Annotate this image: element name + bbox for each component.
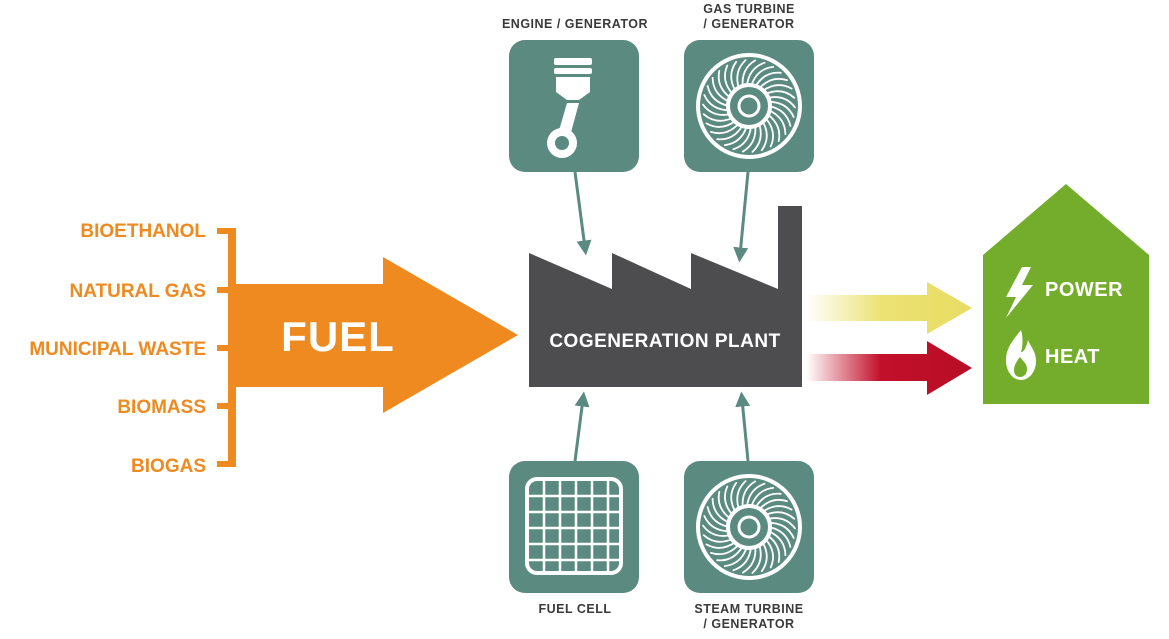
gas-turbine-label-line2: / GENERATOR bbox=[703, 17, 794, 31]
output-arrows bbox=[806, 282, 972, 395]
fuel-item-municipal-waste: MUNICIPAL WASTE bbox=[29, 339, 206, 360]
gas-turbine-generator: GAS TURBINE / GENERATOR bbox=[684, 2, 814, 172]
fuel-item-bioethanol: BIOETHANOL bbox=[80, 221, 206, 242]
steam-turbine-label-line2: / GENERATOR bbox=[703, 617, 794, 631]
fuel-item-natural-gas: NATURAL GAS bbox=[69, 281, 206, 302]
gas-turbine-label-line1: GAS TURBINE bbox=[703, 2, 795, 16]
lightning-icon bbox=[1006, 267, 1033, 318]
engine-generator: ENGINE / GENERATOR bbox=[502, 17, 648, 172]
generator-arrows bbox=[573, 171, 751, 462]
turbine-icon bbox=[696, 53, 802, 159]
power-label: POWER bbox=[1045, 279, 1123, 301]
fuel-cell-grid-icon bbox=[525, 477, 623, 575]
arrow-gas-turbine-to-plant bbox=[733, 171, 750, 263]
plant-label: COGENERATION PLANT bbox=[549, 331, 780, 352]
flame-icon bbox=[1006, 330, 1036, 380]
heat-label: HEAT bbox=[1045, 346, 1100, 368]
arrow-fuel-cell-to-plant bbox=[573, 391, 590, 462]
fuel-item-biomass: BIOMASS bbox=[117, 397, 206, 418]
engine-generator-label: ENGINE / GENERATOR bbox=[502, 17, 648, 31]
fuel-cell: FUEL CELL bbox=[509, 461, 639, 616]
fuel-cell-label: FUEL CELL bbox=[538, 602, 611, 616]
fuel-arrow-label: FUEL bbox=[281, 313, 395, 360]
cogeneration-plant: COGENERATION PLANT bbox=[529, 206, 802, 387]
fuel-list: BIOETHANOL NATURAL GAS MUNICIPAL WASTE B… bbox=[29, 221, 206, 477]
heat-output-arrow bbox=[806, 341, 972, 395]
steam-turbine-label-line1: STEAM TURBINE bbox=[694, 602, 803, 616]
turbine-icon bbox=[696, 474, 802, 580]
arrow-steam-turbine-to-plant bbox=[735, 391, 751, 462]
output-house: POWER HEAT bbox=[983, 184, 1149, 404]
power-output-arrow bbox=[806, 282, 972, 334]
fuel-item-biogas: BIOGAS bbox=[131, 456, 206, 477]
arrow-engine-to-plant bbox=[573, 171, 592, 256]
fuel-arrow: FUEL bbox=[232, 257, 518, 413]
piston-icon bbox=[547, 58, 592, 158]
steam-turbine-generator: STEAM TURBINE / GENERATOR bbox=[684, 461, 814, 631]
